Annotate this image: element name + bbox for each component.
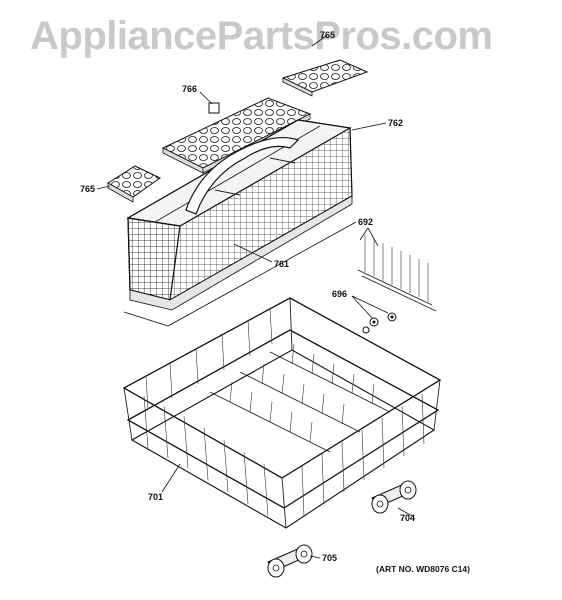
cover-765-top [281,35,369,97]
label-765-top: 765 [320,30,335,40]
label-696: 696 [332,289,347,299]
label-766: 766 [182,84,197,94]
label-705: 705 [322,553,337,563]
label-765-left: 765 [80,184,95,194]
label-704: 704 [400,513,415,523]
label-692: 692 [358,217,373,227]
label-761: 761 [274,259,289,269]
clips-696 [351,295,397,334]
silverware-basket [123,119,387,327]
art-number: (ART NO. WD8076 C14) [376,564,470,574]
lower-rack-701 [122,297,442,529]
watermark-logo: AppliancePartsPros.com [30,14,493,58]
wheel-assembly-705 [267,544,321,578]
label-762: 762 [388,118,403,128]
cover-765-left [96,165,161,203]
label-701: 701 [148,492,163,502]
tine-row-692 [357,227,437,312]
wheel-assembly-704 [371,480,417,517]
